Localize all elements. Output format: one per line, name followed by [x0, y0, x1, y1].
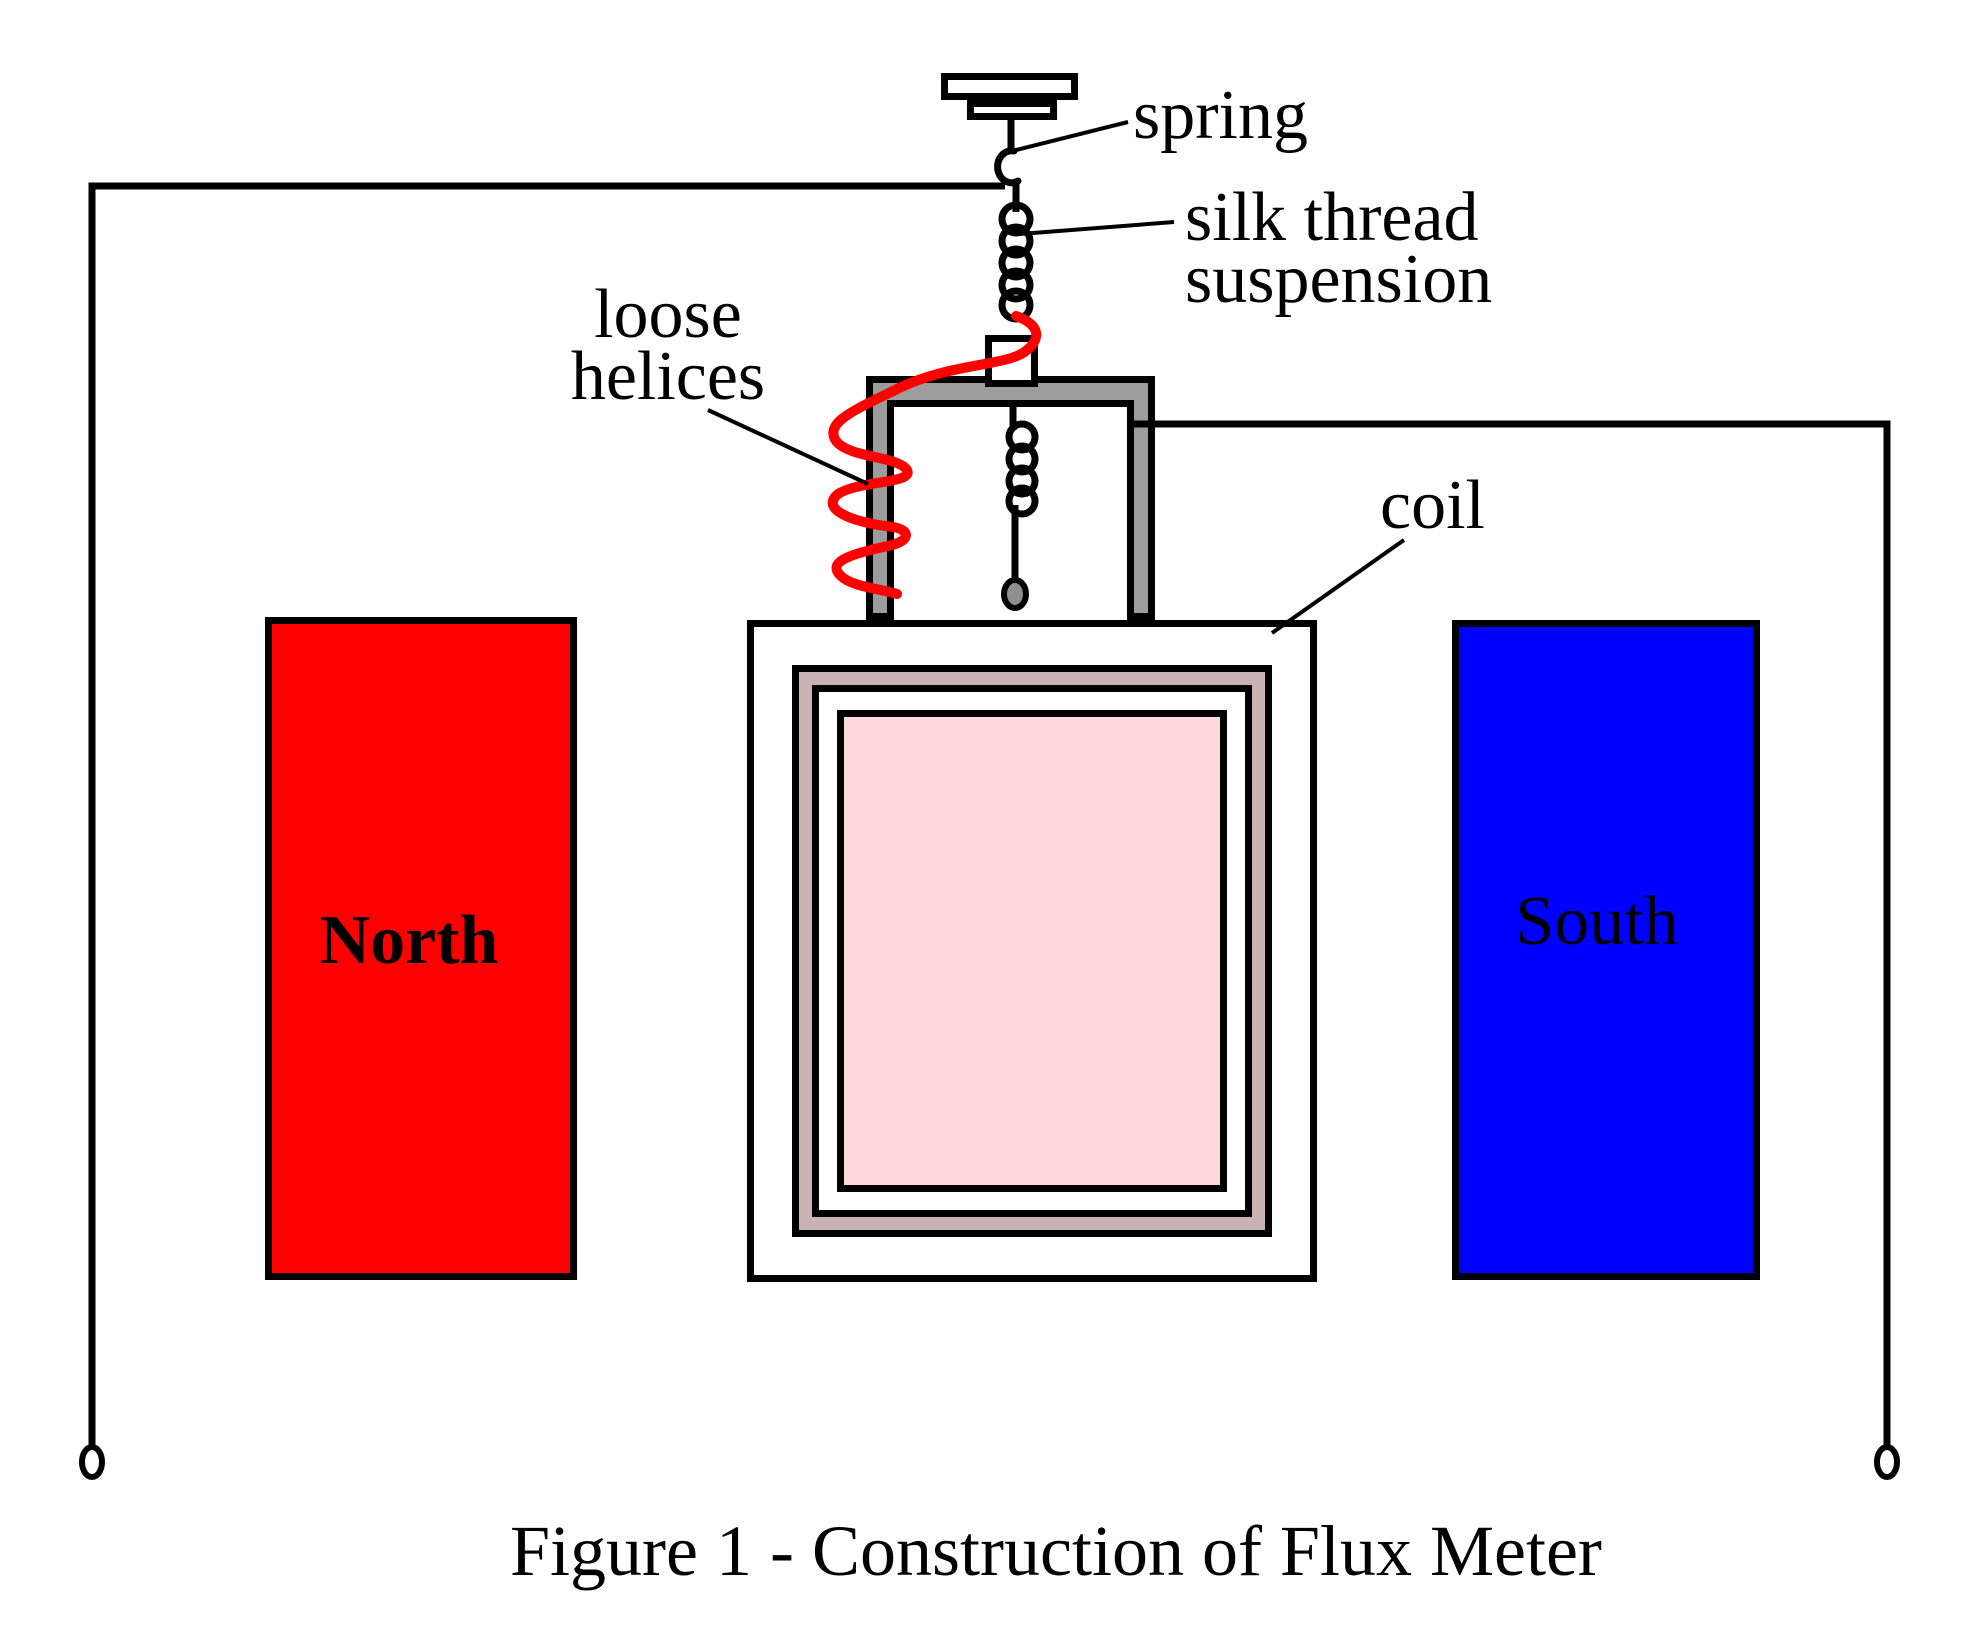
right-circuit-wire: [1129, 420, 1891, 1448]
south-label: South: [1515, 883, 1678, 960]
loose-helices-curve: [827, 311, 1042, 599]
thread-loop: [1005, 464, 1039, 498]
south-magnet-pole: [1452, 620, 1760, 1280]
thread-loop: [998, 223, 1034, 259]
thread-loop: [1005, 484, 1039, 518]
thread-loop: [1005, 420, 1039, 454]
coil-leader-line: [1270, 538, 1406, 635]
silk-thread-suspension: [998, 182, 1034, 323]
figure-caption: Figure 1 - Construction of Flux Meter: [510, 1511, 1602, 1591]
plumb-bob: [1001, 577, 1029, 611]
mount-base-plate: [941, 73, 1078, 100]
spring-label: spring: [1133, 77, 1308, 154]
left-circuit-wire: [88, 182, 1005, 1448]
silk-thread-label-line1: silk thread: [1185, 179, 1479, 256]
thread-loop: [998, 245, 1034, 281]
silk-thread-leader-line: [1019, 220, 1175, 236]
north-magnet-pole: [265, 617, 577, 1280]
left-terminal: [79, 1444, 105, 1480]
loose-helices-label-line1: loose: [594, 276, 742, 353]
spring-leader-line: [1015, 120, 1129, 152]
spring-symbol: [994, 147, 1022, 187]
loose-helices-leader-line: [707, 408, 869, 486]
coil-core: [837, 710, 1227, 1192]
silk-thread-label-line2: suspension: [1185, 241, 1492, 318]
loose-helices-label-line2: helices: [571, 338, 765, 415]
coil-label: coil: [1380, 467, 1485, 544]
thread-loop: [1005, 442, 1039, 476]
right-terminal: [1874, 1444, 1900, 1480]
thread-loop: [998, 201, 1034, 237]
inner-suspension: [1001, 403, 1039, 611]
coil-former-frame: [866, 376, 1155, 620]
north-label: North: [320, 902, 499, 979]
mount-base-block: [967, 100, 1057, 120]
thread-loop: [998, 267, 1034, 303]
